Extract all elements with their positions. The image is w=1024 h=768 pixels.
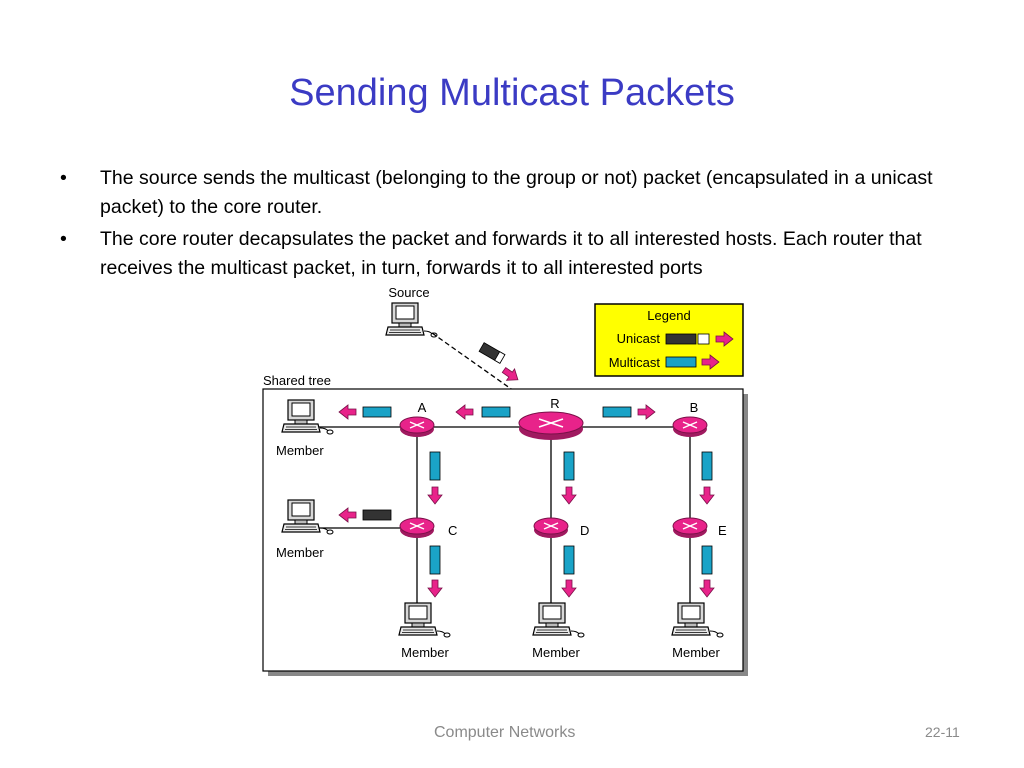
bullet-marker: • [60, 228, 67, 250]
bullet-marker: • [60, 167, 67, 189]
legend-multicast-packet-icon [665, 356, 697, 368]
vertical-packets [427, 451, 715, 598]
multicast-packet-icon [701, 545, 713, 575]
multicast-packet-icon [563, 545, 575, 575]
member-label: Member [276, 545, 324, 560]
multicast-packet-icon [701, 451, 713, 481]
multicast-packet-icon [602, 406, 632, 418]
footer-text: Computer Networks [434, 724, 576, 741]
router-b-icon [672, 416, 708, 438]
router-c-label: C [448, 523, 457, 538]
multicast-packet-icon [362, 406, 392, 418]
multicast-packet-icon [429, 545, 441, 575]
bullet-item: • The core router decapsulates the packe… [60, 225, 970, 283]
router-d-label: D [580, 523, 589, 538]
member-label: Member [276, 443, 324, 458]
router-r-icon [518, 411, 584, 441]
slide-title: Sending Multicast Packets [289, 72, 735, 114]
page-number: 22-11 [925, 724, 960, 740]
source-label: Source [388, 285, 429, 300]
multicast-packet-icon [563, 451, 575, 481]
bullet-list: • The source sends the multicast (belongi… [60, 164, 970, 286]
legend-multicast-label: Multicast [609, 355, 661, 370]
router-c-icon [399, 517, 435, 539]
bullet-text: The source sends the multicast (belongin… [100, 167, 933, 218]
shared-tree-label: Shared tree [263, 373, 331, 388]
member-label: Member [401, 645, 449, 660]
router-e-label: E [718, 523, 727, 538]
legend-unicast-label: Unicast [617, 331, 661, 346]
shared-tree-box [262, 388, 744, 672]
router-e-icon [672, 517, 708, 539]
unicast-packet-icon [478, 342, 506, 364]
unicast-arrow-icon [499, 363, 523, 386]
router-d-icon [533, 517, 569, 539]
bullet-text: The core router decapsulates the packet … [100, 228, 922, 279]
router-a-icon [399, 416, 435, 438]
legend-title: Legend [647, 308, 690, 323]
bullet-item: • The source sends the multicast (belongi… [60, 164, 970, 222]
legend-unicast-packet-tail [697, 333, 710, 345]
legend-unicast-packet-icon [665, 333, 697, 345]
multicast-packet-icon [481, 406, 511, 418]
router-r-label: R [550, 396, 559, 411]
member-label: Member [532, 645, 580, 660]
router-b-label: B [690, 400, 699, 415]
member-label: Member [672, 645, 720, 660]
unicast-packet-icon [362, 509, 392, 521]
source-computer-icon [385, 302, 438, 338]
multicast-packet-icon [429, 451, 441, 481]
router-a-label: A [418, 400, 427, 415]
